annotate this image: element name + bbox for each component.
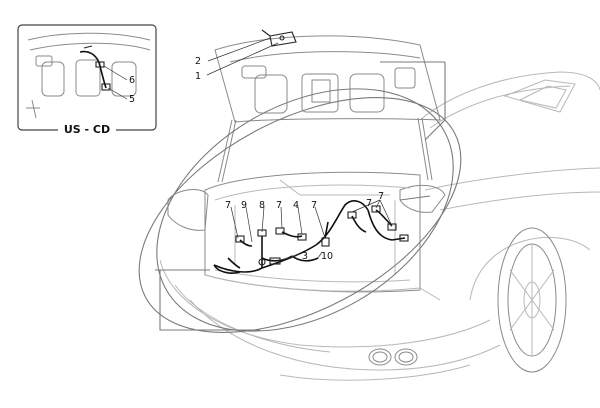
wiring-harness	[213, 200, 409, 274]
leader-lines	[206, 37, 393, 261]
callout-2: 2	[195, 56, 201, 67]
callout-7-b: 7	[276, 200, 282, 211]
callout-3: 3	[302, 251, 308, 262]
car-body	[159, 71, 600, 381]
callout-1: 1	[195, 71, 201, 82]
trunk-lid	[214, 29, 441, 183]
inset-panel: 6 5 US - CD	[17, 24, 157, 136]
callout-7-c: 7	[311, 200, 317, 211]
callout-7-e: 7	[366, 198, 372, 209]
callout-7-a: 7	[225, 200, 231, 211]
main-callouts: 1 2 3 4 7 7 7 7 7 8 9 10	[195, 56, 384, 262]
highlight-ellipses	[138, 61, 462, 333]
inset-label: US - CD	[64, 123, 110, 136]
inset-callout-5: 5	[129, 94, 135, 105]
callout-9: 9	[241, 200, 247, 211]
callout-10: 10	[321, 251, 333, 262]
callout-7-d: 7	[378, 191, 384, 202]
callout-4: 4	[293, 200, 299, 211]
callout-8: 8	[259, 200, 265, 211]
inset-callout-6: 6	[129, 75, 135, 86]
